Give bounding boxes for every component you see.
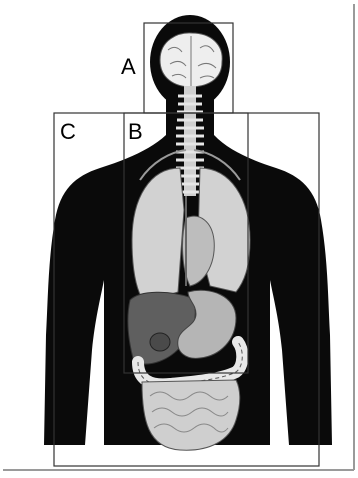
region-label-a: A [121,56,136,78]
region-label-c: C [60,121,76,143]
brain [160,33,222,87]
region-label-b: B [128,121,143,143]
gall-bladder [150,333,170,351]
